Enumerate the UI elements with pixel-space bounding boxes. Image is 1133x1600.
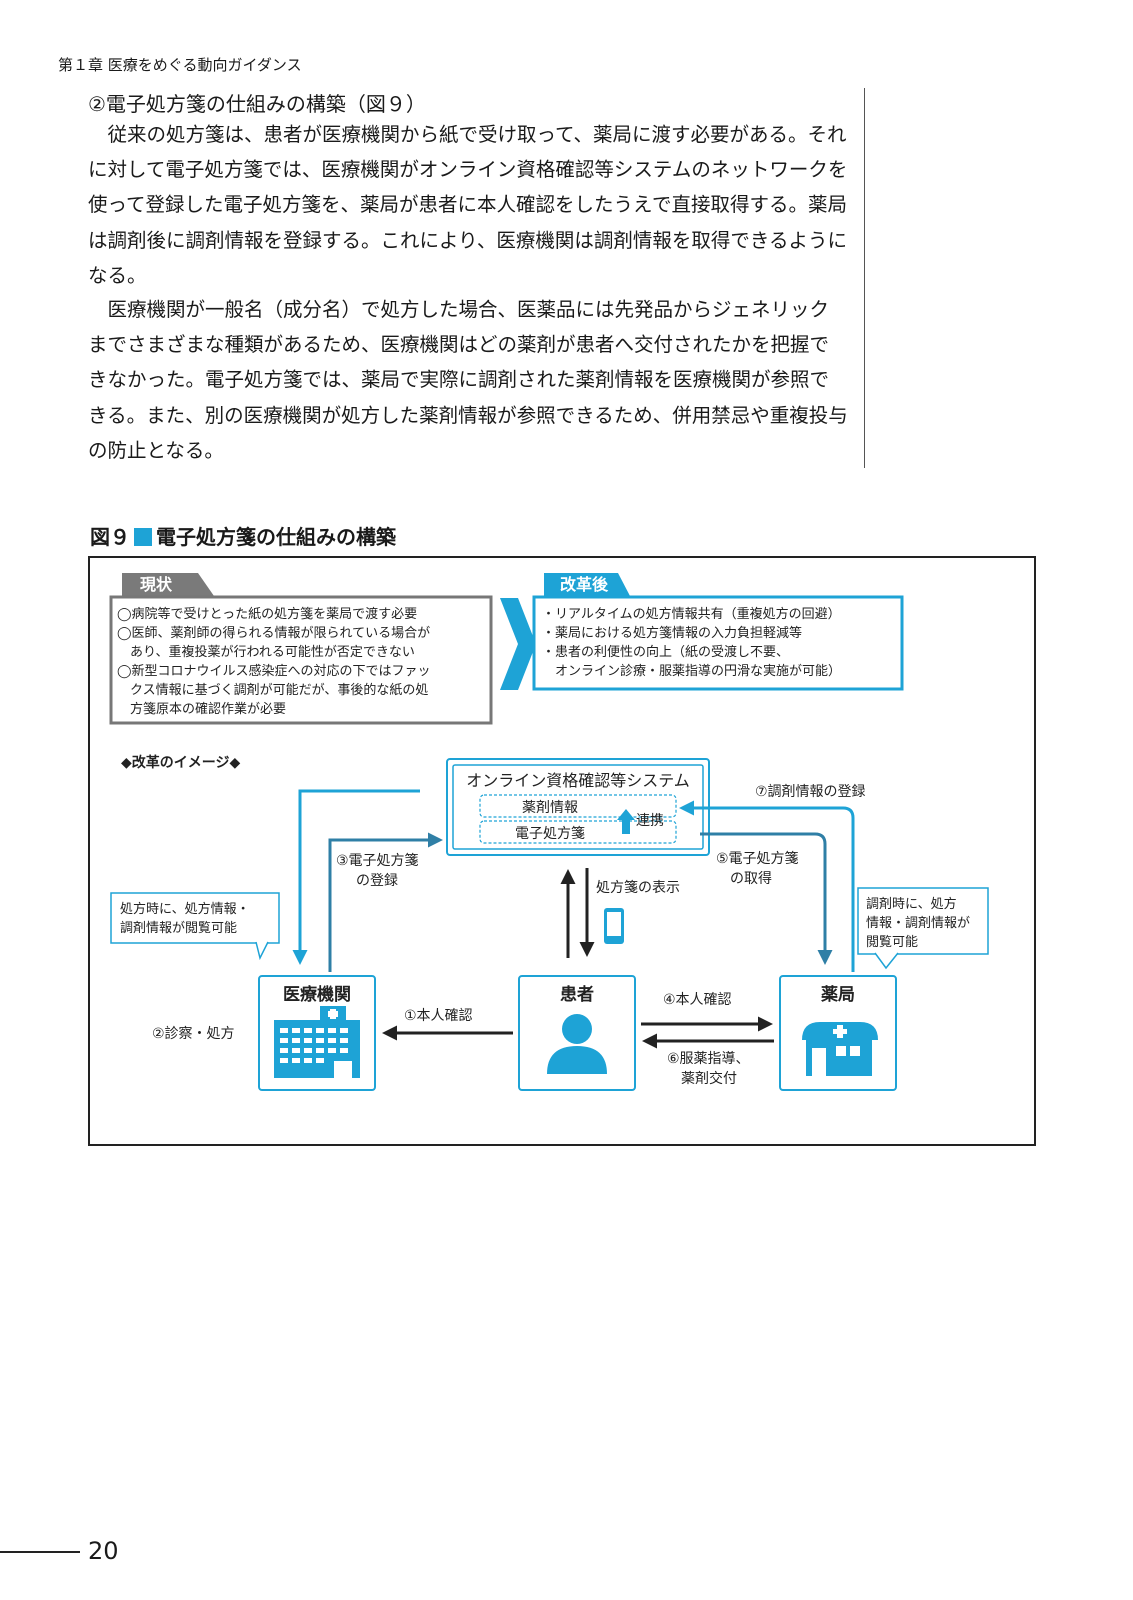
square-icon xyxy=(134,528,152,546)
diagnosis-label: ②診察・処方 xyxy=(152,1025,235,1042)
reform-box xyxy=(532,595,904,691)
register-dispense-label: ⑦調剤情報の登録 xyxy=(755,784,866,800)
current-line: あり、重複投薬が行われる可能性が否定できない xyxy=(117,644,415,660)
eprescription-box xyxy=(479,820,677,844)
body-paragraph-1: 従来の処方箋は、患者が医療機関から紙で受け取って、薬局に渡す必要がある。それに対… xyxy=(88,123,848,287)
current-tag-shape xyxy=(122,573,214,596)
drug-info-label: 薬剤情報 xyxy=(522,800,578,816)
hospital-label: 医療機関 xyxy=(283,984,351,1005)
drug-info-box xyxy=(479,794,677,818)
person-icon xyxy=(547,1014,607,1074)
hospital-icon xyxy=(274,1006,360,1078)
arrow-up-icon xyxy=(617,809,635,834)
callout-left-tail xyxy=(255,941,269,961)
arrow-system-to-hospital xyxy=(292,789,420,965)
figure-frame: 現状 ◯病院等で受けとった紙の処方箋を薬局で渡す必要 ◯医師、薬剤師の得られる情… xyxy=(88,556,1036,1146)
reform-line: ・リアルタイムの処方情報共有（重複処方の回避） xyxy=(542,606,841,622)
current-line: 方箋原本の確認作業が必要 xyxy=(117,701,286,717)
callout-right-line: 情報・調剤情報が xyxy=(866,915,970,931)
register-rx-label: の登録 xyxy=(356,873,398,889)
callout-right xyxy=(857,887,989,955)
reform-line: オンライン診療・服薬指導の円滑な実施が可能） xyxy=(542,663,841,679)
callout-left-line: 処方時に、処方情報・ xyxy=(120,901,250,917)
pharmacy-label: 薬局 xyxy=(821,985,855,1005)
current-line: ◯病院等で受けとった紙の処方箋を薬局で渡す必要 xyxy=(117,606,417,622)
reform-line: ・患者の利便性の向上（紙の受渡し不要、 xyxy=(542,644,789,660)
acquire-rx-label: ⑤電子処方箋 xyxy=(716,851,799,867)
section-title: ②電子処方箋の仕組みの構築（図９） xyxy=(88,92,426,116)
reform-tag: 改革後 xyxy=(560,575,609,594)
guidance-label: ⑥服薬指導、 xyxy=(667,1051,750,1067)
image-heading: ◆改革のイメージ◆ xyxy=(121,754,240,771)
page-rule xyxy=(0,1551,80,1553)
link-label: 連携 xyxy=(636,813,664,829)
callout-left-line: 調剤情報が閲覧可能 xyxy=(120,920,237,936)
chapter-header: 第１章 医療をめぐる動向ガイダンス xyxy=(58,56,302,74)
identity-1-label: ①本人確認 xyxy=(404,1008,473,1024)
show-rx-label: 処方箋の表示 xyxy=(596,880,680,896)
current-line: ◯医師、薬剤師の得られる情報が限られている場合が xyxy=(117,625,430,641)
figure-title: 図９ 電子処方箋の仕組みの構築 xyxy=(90,521,396,550)
callout-right-tail xyxy=(874,952,899,970)
callout-right-line: 閲覧可能 xyxy=(866,934,918,950)
callout-right-line: 調剤時に、処方 xyxy=(866,896,957,912)
current-box xyxy=(109,595,493,725)
figure-title-text: 電子処方箋の仕組みの構築 xyxy=(156,525,396,549)
arrow-hospital-to-system xyxy=(328,832,443,972)
arrow-system-to-pharmacy xyxy=(700,832,833,965)
identity-4-label: ④本人確認 xyxy=(663,992,732,1008)
reform-line: ・薬局における処方箋情報の入力負担軽減等 xyxy=(542,625,802,641)
guidance-label: 薬剤交付 xyxy=(681,1070,737,1087)
figure-number: 図９ xyxy=(90,525,130,549)
patient-label: 患者 xyxy=(560,984,594,1005)
system-title: オンライン資格確認等システム xyxy=(466,771,690,790)
reform-tag-shape xyxy=(544,573,630,596)
page-number: 20 xyxy=(88,1537,119,1565)
smartphone-screen xyxy=(607,912,621,936)
register-rx-label: ③電子処方箋 xyxy=(336,853,419,869)
callout-left xyxy=(110,892,280,944)
arrow-pharmacy-to-system xyxy=(679,800,855,972)
eprescription-label: 電子処方箋 xyxy=(515,826,585,842)
acquire-rx-label: の取得 xyxy=(730,870,772,887)
current-line: クス情報に基づく調剤が可能だが、事後的な紙の処 xyxy=(117,682,428,698)
pharmacy-icon xyxy=(802,1022,878,1076)
body-paragraph-2: 医療機関が一般名（成分名）で処方した場合、医薬品には先発品からジェネリックまでさ… xyxy=(88,298,848,462)
current-line: ◯新型コロナウイルス感染症への対応の下ではファッ xyxy=(117,663,431,679)
current-tag: 現状 xyxy=(140,575,173,594)
figure-diagram: 現状 ◯病院等で受けとった紙の処方箋を薬局で渡す必要 ◯医師、薬剤師の得られる情… xyxy=(109,573,989,1091)
chevron-right-icon xyxy=(500,598,536,690)
side-rule xyxy=(864,88,865,468)
